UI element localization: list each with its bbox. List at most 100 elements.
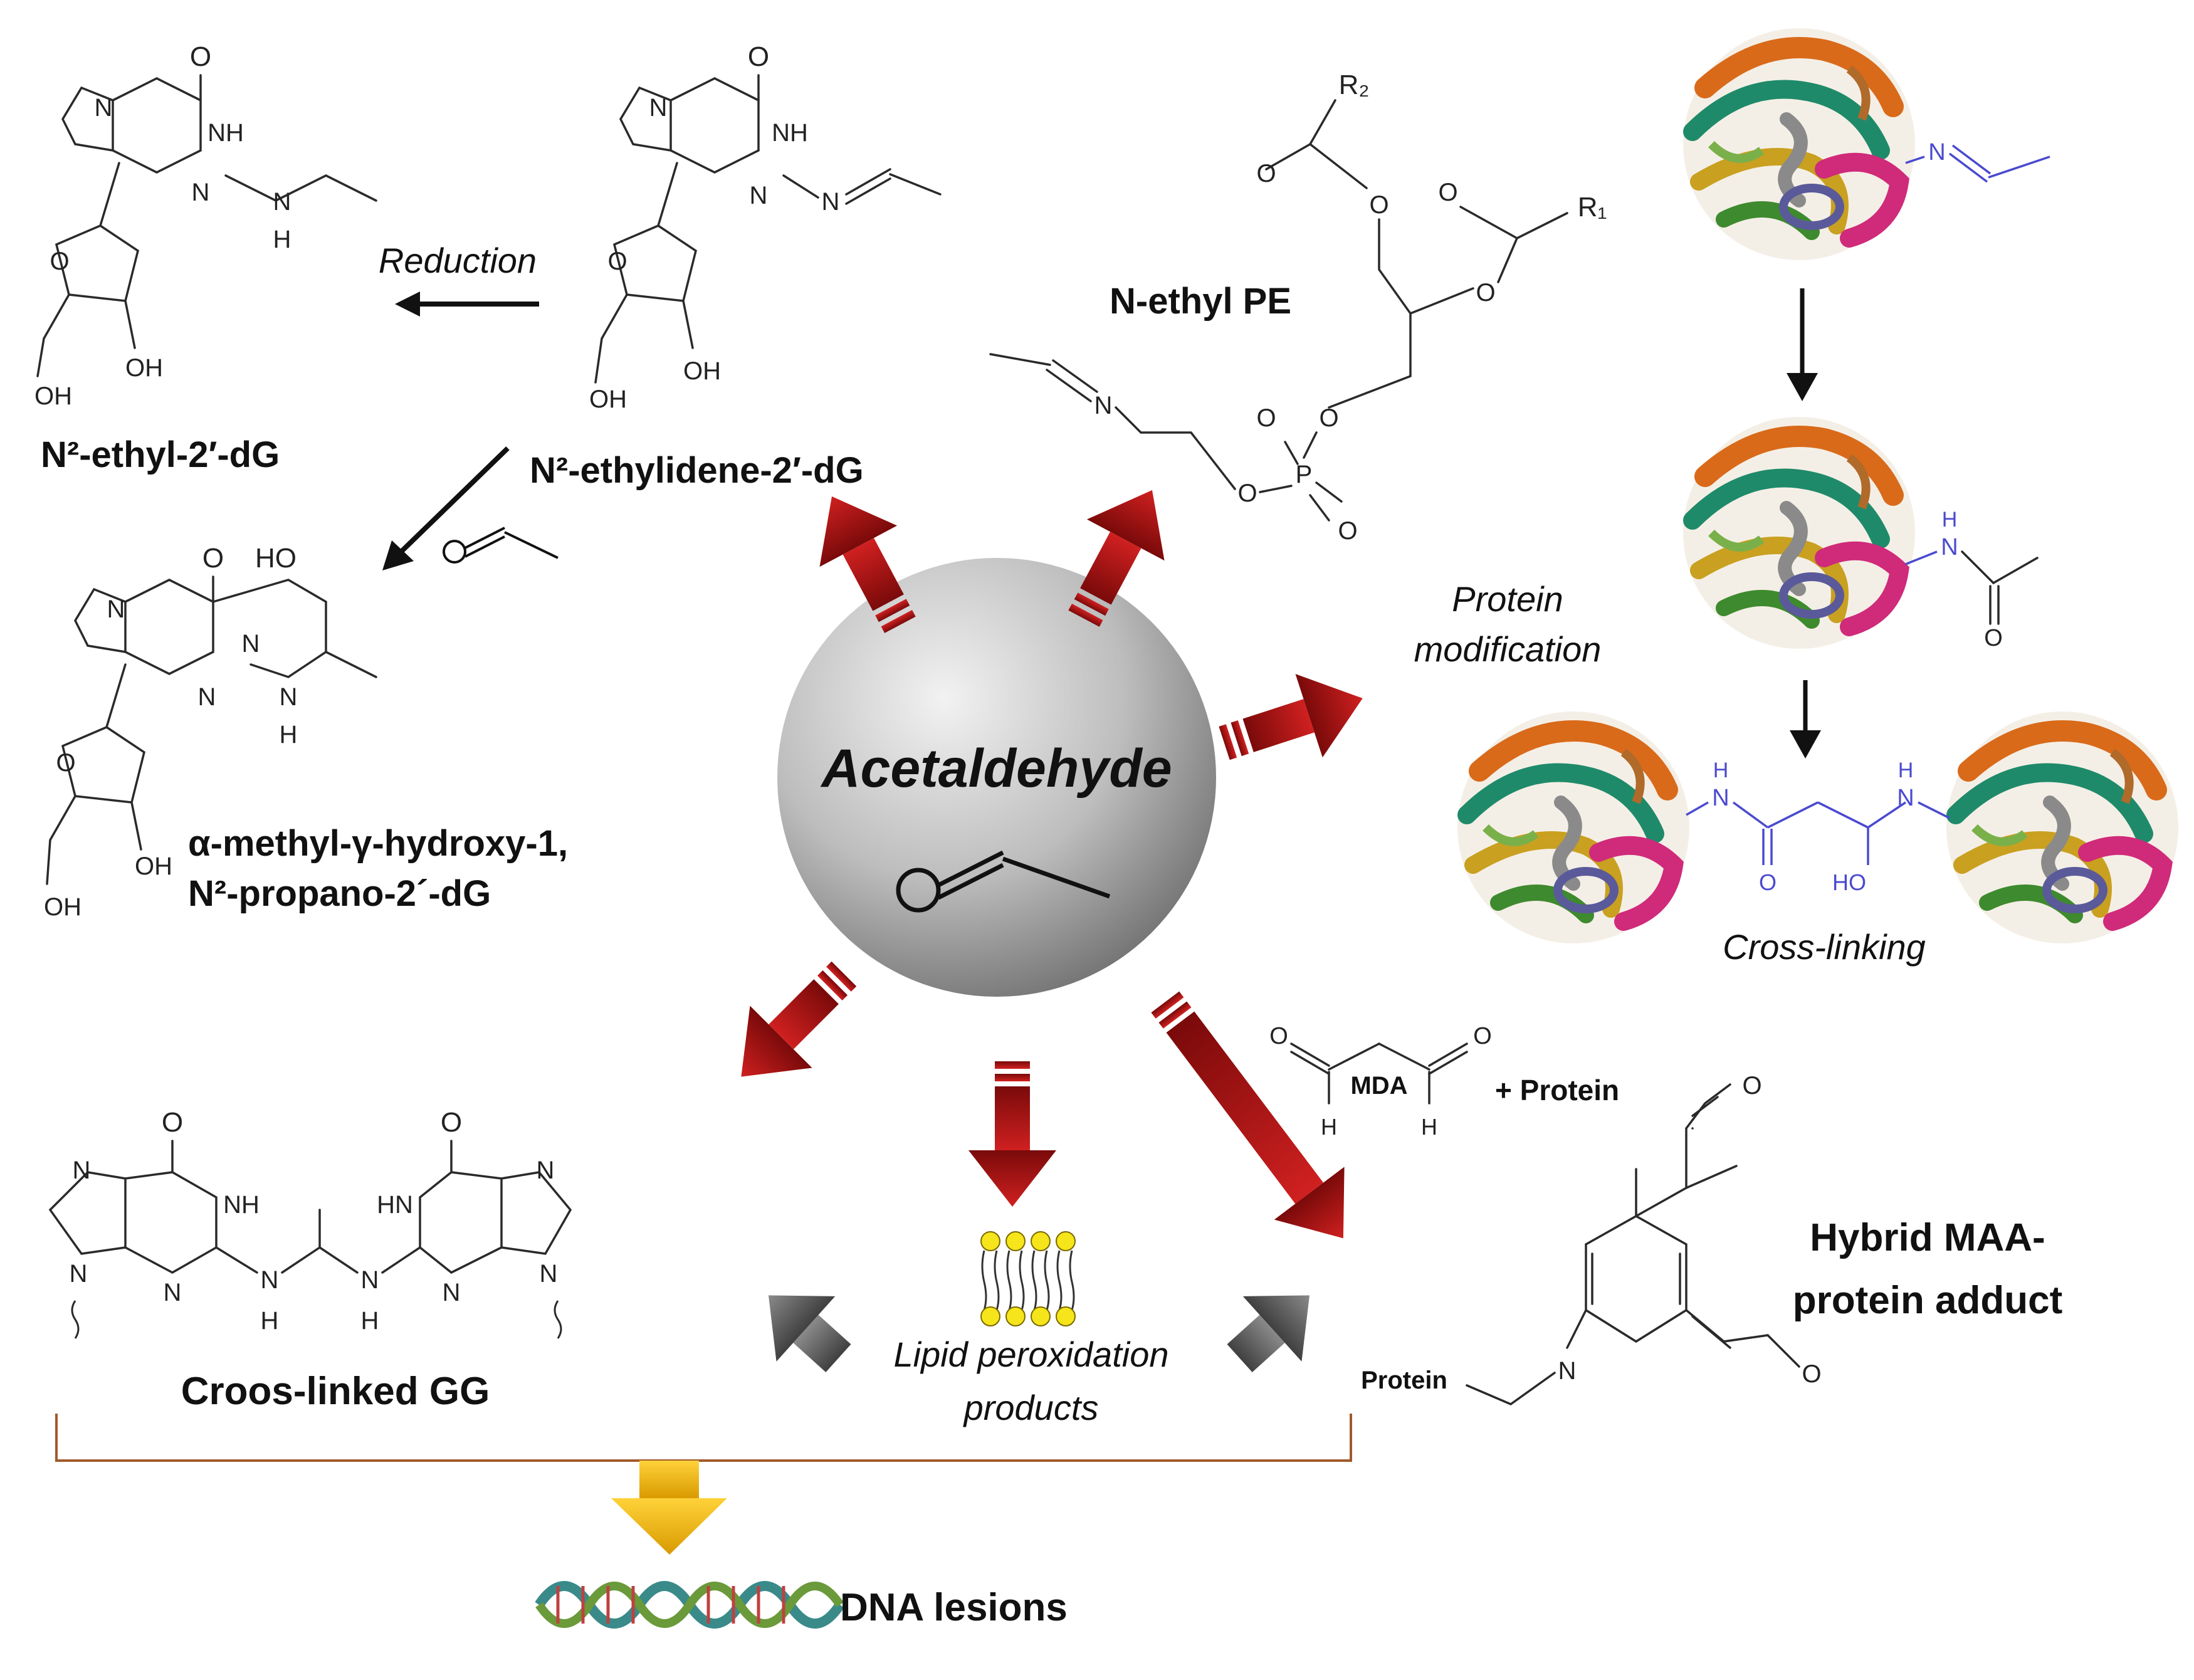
svg-text:NH: NH — [223, 1191, 260, 1219]
svg-text:O: O — [1256, 160, 1276, 187]
n2-ethylidene-dg-structure: O N NH N N O OH OH — [589, 41, 942, 413]
label-n-ethyl-pe: N-ethyl PE — [1110, 281, 1291, 322]
label-n2-ethyl: N²-ethyl-2′-dG — [41, 434, 280, 475]
protein-blob-right — [1946, 711, 2178, 943]
svg-text:N: N — [822, 188, 840, 216]
svg-text:O: O — [190, 41, 211, 72]
label-hybrid-2: protein adduct — [1793, 1279, 2063, 1322]
protein-amide-group: H N O — [1905, 508, 2039, 651]
protein-blob-middle — [1683, 417, 1915, 649]
dna-helix-icon — [535, 1581, 844, 1629]
svg-text:R₁: R₁ — [1578, 192, 1607, 223]
svg-text:N: N — [198, 683, 216, 711]
svg-text:N: N — [1897, 785, 1914, 811]
svg-text:H: H — [361, 1307, 379, 1335]
svg-text:O: O — [441, 1107, 462, 1138]
red-arrows — [710, 470, 1377, 1239]
svg-text:N: N — [70, 1260, 88, 1288]
svg-text:H: H — [1421, 1114, 1437, 1140]
acetaldehyde-title: Acetaldehyde — [820, 738, 1172, 799]
arrow-to-lipid-peroxidation — [968, 1061, 1056, 1207]
acetaldehyde-structure — [896, 850, 1111, 913]
svg-text:H: H — [273, 226, 291, 253]
label-cross-linking: Cross-linking — [1723, 927, 1926, 967]
svg-text:N: N — [1941, 534, 1958, 560]
svg-text:O: O — [1438, 179, 1457, 206]
svg-text:N: N — [649, 94, 668, 122]
svg-text:N: N — [361, 1266, 379, 1294]
svg-text:O: O — [1742, 1072, 1761, 1100]
cross-link-bridge: H N O HO H N — [1686, 759, 1950, 895]
svg-text:N: N — [192, 179, 210, 206]
svg-text:OH: OH — [125, 354, 163, 382]
svg-text:N: N — [273, 188, 291, 216]
svg-text:H: H — [261, 1307, 279, 1335]
svg-text:N: N — [1558, 1357, 1577, 1385]
svg-text:N: N — [443, 1279, 461, 1306]
svg-text:O: O — [1369, 191, 1388, 219]
label-cross-linked-gg: Croos-linked GG — [181, 1370, 490, 1413]
svg-text:R₂: R₂ — [1339, 70, 1370, 100]
svg-text:OH: OH — [135, 853, 172, 880]
svg-text:N: N — [540, 1260, 558, 1288]
svg-text:O: O — [1256, 404, 1276, 432]
svg-text:O: O — [1338, 517, 1357, 545]
svg-text:NH: NH — [207, 119, 244, 147]
svg-text:OH: OH — [683, 357, 721, 385]
svg-text:H: H — [1942, 508, 1958, 532]
svg-text:O: O — [1269, 1023, 1288, 1049]
svg-text:HO: HO — [1832, 869, 1866, 895]
n-ethyl-pe-structure: R₂ O O O O R₁ O P O O O N — [989, 70, 1607, 545]
svg-text:N: N — [164, 1279, 182, 1306]
svg-text:O: O — [162, 1107, 183, 1138]
label-hybrid-1: Hybrid MAA- — [1810, 1216, 2045, 1259]
svg-text:OH: OH — [34, 382, 72, 410]
label-dna-lesions: DNA lesions — [840, 1586, 1068, 1629]
svg-text:H: H — [1713, 759, 1729, 782]
yellow-arrow — [611, 1461, 727, 1555]
label-propano-1: α-methyl-γ-hydroxy-1, — [188, 823, 568, 864]
svg-text:HN: HN — [377, 1191, 413, 1219]
svg-text:N: N — [95, 94, 113, 122]
svg-text:OH: OH — [589, 386, 627, 413]
label-mda: MDA — [1350, 1072, 1407, 1100]
svg-text:O: O — [748, 41, 769, 72]
acetaldehyde-small-structure — [443, 527, 559, 564]
svg-text:H: H — [280, 721, 298, 748]
svg-text:O: O — [1984, 625, 2003, 651]
svg-text:N: N — [242, 630, 260, 658]
svg-text:O: O — [1476, 279, 1495, 307]
svg-text:O: O — [1759, 869, 1777, 895]
svg-text:N: N — [73, 1157, 91, 1184]
svg-text:O: O — [1237, 480, 1257, 507]
svg-text:N: N — [1712, 785, 1729, 811]
lipid-bilayer-icon — [980, 1231, 1076, 1326]
svg-text:O: O — [56, 749, 75, 777]
svg-text:N: N — [280, 683, 298, 711]
svg-text:O: O — [1802, 1360, 1821, 1388]
label-lipid-1: Lipid peroxidation — [894, 1335, 1169, 1374]
label-lipid-2: products — [963, 1388, 1099, 1427]
svg-text:H: H — [1898, 759, 1914, 782]
svg-text:H: H — [1321, 1114, 1337, 1140]
label-n2-ethylidene: N²-ethylidene-2′-dG — [530, 450, 864, 491]
n2-ethyl-dg-structure: O N NH N N H O OH OH — [34, 41, 377, 410]
svg-text:P: P — [1296, 461, 1313, 488]
svg-text:HO: HO — [255, 543, 297, 574]
arrow-to-hybrid-maa — [1151, 991, 1345, 1239]
svg-text:N: N — [1094, 392, 1113, 419]
label-protein-mod-1: Protein — [1452, 579, 1563, 619]
gray-arrow-right — [1210, 1263, 1339, 1391]
svg-text:N: N — [537, 1157, 555, 1184]
bracket — [55, 1414, 1352, 1462]
label-plus-protein: + Protein — [1495, 1074, 1619, 1106]
cross-linked-gg-structure: O N N NH N N H N H O HN N N N — [48, 1107, 572, 1339]
svg-text:N: N — [107, 596, 125, 623]
protein-imine-group: N — [1905, 139, 2050, 183]
svg-text:O: O — [1319, 404, 1338, 432]
label-protein-mod-2: modification — [1414, 629, 1602, 669]
protein-blob-top — [1683, 28, 1915, 260]
acetaldehyde-sphere: Acetaldehyde — [777, 558, 1216, 997]
svg-text:NH: NH — [772, 119, 808, 147]
